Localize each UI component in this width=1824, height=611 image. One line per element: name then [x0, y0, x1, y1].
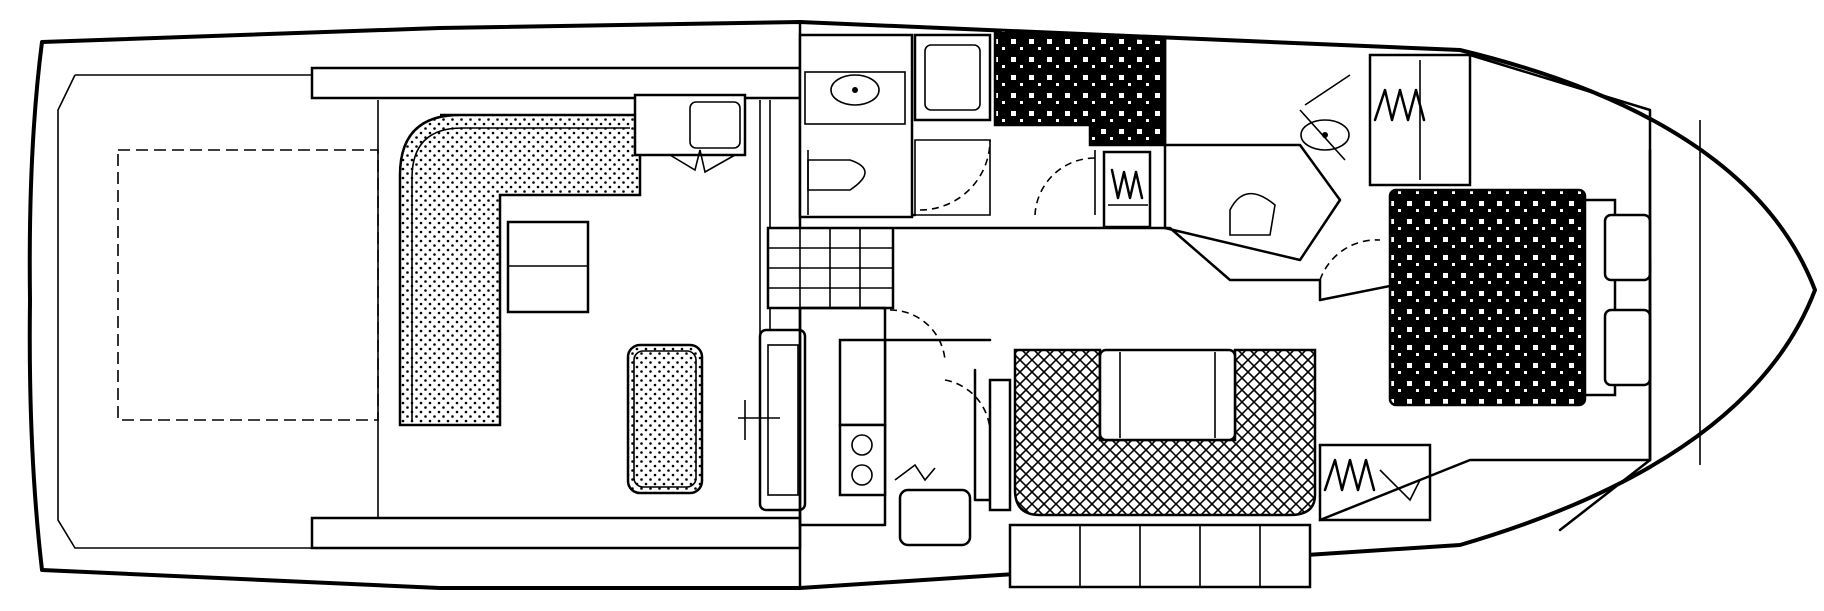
- salon-lockers: [1008, 523, 1312, 589]
- forward-head: [1163, 74, 1381, 281]
- v-berth: [1388, 188, 1587, 407]
- companionway-stairs: [766, 226, 895, 310]
- side-deck-starboard: [310, 516, 802, 550]
- aft-settee: [398, 113, 642, 427]
- aft-head-sink: [830, 74, 880, 106]
- salon-settee: [1013, 348, 1317, 517]
- cockpit-hatch: [117, 149, 379, 421]
- aft-head-toilet: [807, 159, 866, 191]
- galley-sink: [898, 488, 972, 547]
- wet-bar-sink: [689, 101, 741, 149]
- cockpit: [57, 74, 379, 549]
- helm-console: [738, 328, 807, 512]
- dinette-table: [506, 220, 590, 314]
- galley: [798, 306, 1012, 547]
- salon-table: [1098, 348, 1237, 442]
- cockpit-seat: [626, 343, 704, 495]
- forward-head-toilet: [1229, 192, 1276, 236]
- side-deck-port: [310, 66, 802, 100]
- aft-shower: [913, 33, 992, 122]
- forward-locker-starboard: [1318, 443, 1432, 522]
- v-berth-cabin: [1318, 53, 1652, 532]
- forward-head-sink: [1300, 119, 1350, 151]
- aft-head: [798, 33, 914, 219]
- v-berth-pillow-1: [1603, 213, 1652, 282]
- galley-stove: [838, 423, 887, 497]
- v-berth-pillow-2: [1603, 308, 1652, 387]
